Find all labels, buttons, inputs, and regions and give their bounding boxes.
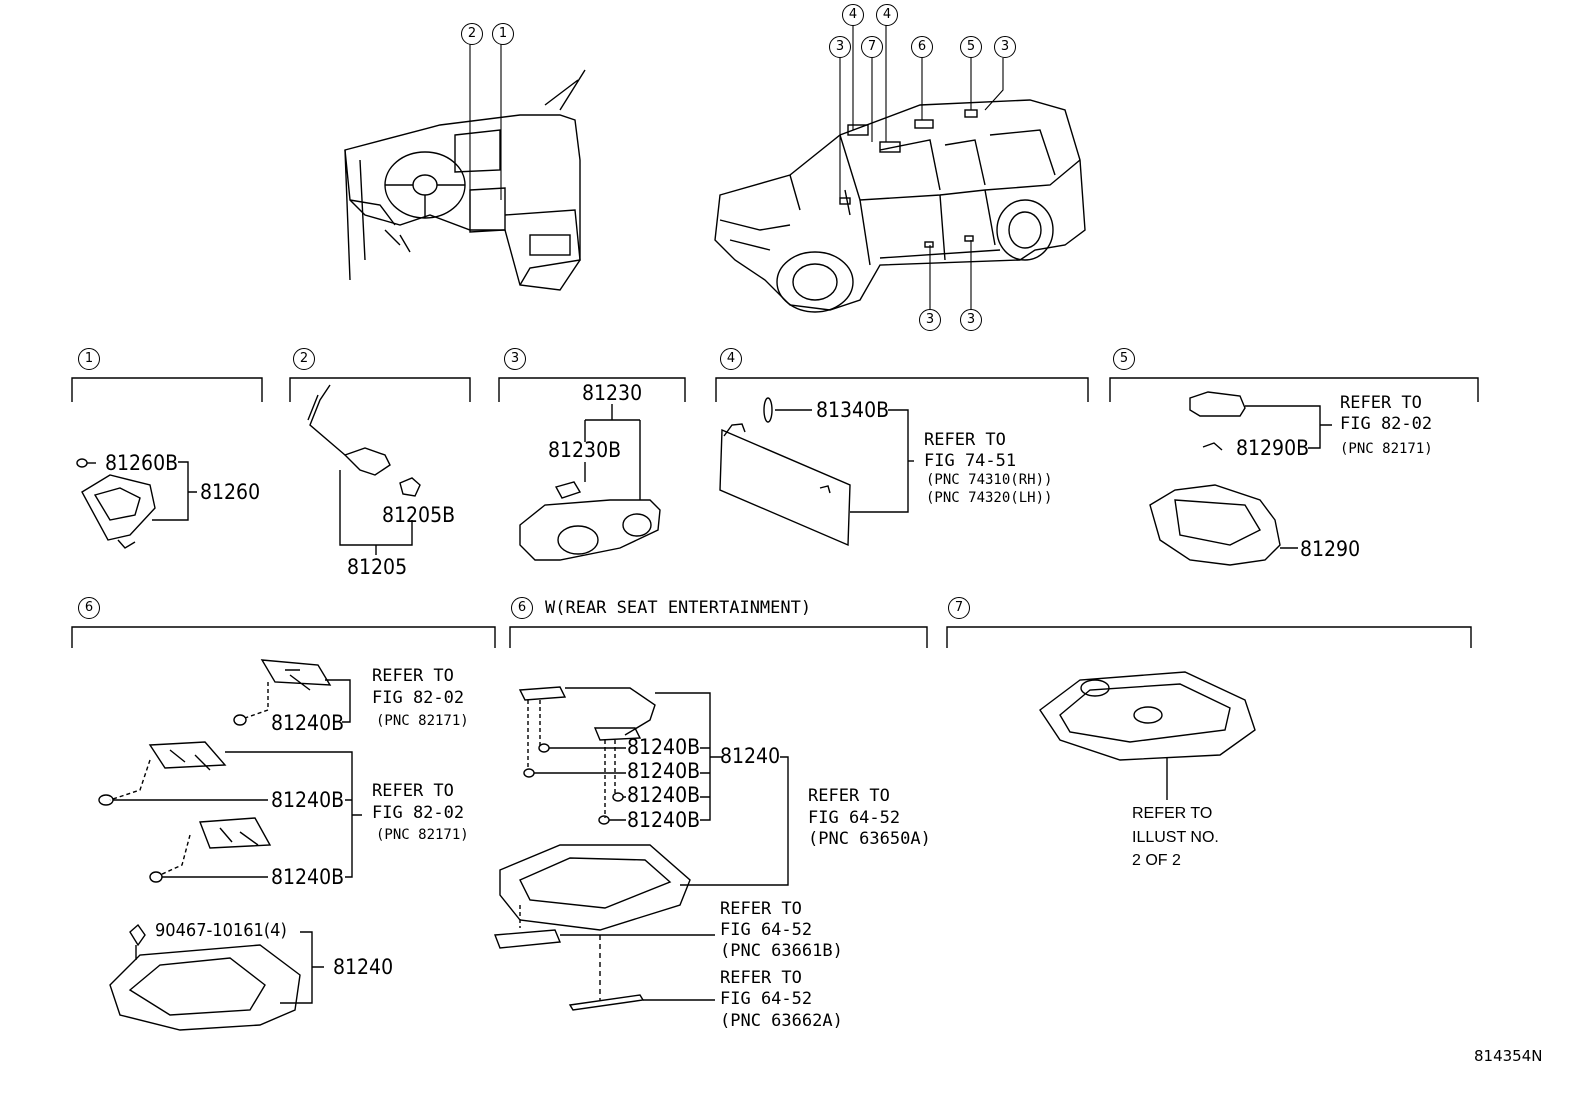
section-callout-4: 4 xyxy=(720,348,742,370)
refer-note-6e-line2[interactable]: FIG 64-52 xyxy=(720,989,813,1009)
callout-2: 2 xyxy=(461,23,483,45)
section-callout-6-rse: 6 xyxy=(511,597,533,619)
refer-note-7-line1: REFER TO xyxy=(1132,805,1213,822)
refer-note-5-line3: (PNC 82171) xyxy=(1340,441,1433,457)
refer-note-6b-line2[interactable]: FIG 82-02 xyxy=(372,803,465,823)
section-callout-6: 6 xyxy=(78,597,100,619)
refer-note-5-line1: REFER TO xyxy=(1340,393,1422,413)
part-81340B-drawing xyxy=(719,397,914,547)
callout-leaders xyxy=(469,25,1004,310)
part-number-81240B[interactable]: 81240B xyxy=(271,865,345,889)
section-callout-5: 5 xyxy=(1113,348,1135,370)
callout-3: 3 xyxy=(919,309,941,331)
callout-7: 7 xyxy=(861,36,883,58)
section-callout-7: 7 xyxy=(948,597,970,619)
refer-note-6d-line2[interactable]: FIG 64-52 xyxy=(720,920,813,940)
part-number-81240B[interactable]: 81240B xyxy=(627,735,701,759)
part-number-90467-10161[interactable]: 90467-10161(4) xyxy=(155,920,287,941)
callout-3: 3 xyxy=(960,309,982,331)
refer-note-6a-line3: (PNC 82171) xyxy=(376,713,469,729)
part-number-81240B[interactable]: 81240B xyxy=(627,783,701,807)
part-number-81260B[interactable]: 81260B xyxy=(105,451,179,475)
refer-note-7-line2[interactable]: ILLUST NO. xyxy=(1132,829,1219,846)
refer-note-6e-line1: REFER TO xyxy=(720,968,802,988)
part-81260-drawing xyxy=(76,458,197,549)
callout-5: 5 xyxy=(960,36,982,58)
part-81290-drawing xyxy=(1149,391,1332,566)
callout-6: 6 xyxy=(911,36,933,58)
refer-note-6e-line3: (PNC 63662A) xyxy=(720,1011,843,1031)
section-6-rse-title: W(REAR SEAT ENTERTAINMENT) xyxy=(545,598,812,618)
part-number-81340B[interactable]: 81340B xyxy=(816,398,890,422)
dashboard-illustration xyxy=(344,69,586,291)
refer-note-4-line1: REFER TO xyxy=(924,430,1006,450)
section-callout-1: 1 xyxy=(78,348,100,370)
part-number-81290[interactable]: 81290 xyxy=(1300,537,1361,561)
callout-4: 4 xyxy=(842,4,864,26)
callout-1: 1 xyxy=(492,23,514,45)
part-number-81290B[interactable]: 81290B xyxy=(1236,436,1310,460)
refer-note-4-line4: (PNC 74320(LH)) xyxy=(926,490,1053,506)
refer-note-6c-line3: (PNC 63650A) xyxy=(808,829,931,849)
part-81240-left-drawing xyxy=(98,659,362,1031)
section-callout-2: 2 xyxy=(293,348,315,370)
refer-note-6b-line1: REFER TO xyxy=(372,781,454,801)
section-brackets xyxy=(71,377,1479,648)
part-number-81240B[interactable]: 81240B xyxy=(627,808,701,832)
refer-note-6d-line1: REFER TO xyxy=(720,899,802,919)
part-number-81240[interactable]: 81240 xyxy=(333,955,394,979)
refer-note-6a-line1: REFER TO xyxy=(372,666,454,686)
callout-4: 4 xyxy=(876,4,898,26)
part-number-81240B[interactable]: 81240B xyxy=(627,759,701,783)
refer-note-6a-line2[interactable]: FIG 82-02 xyxy=(372,688,465,708)
part-section7-drawing xyxy=(1039,671,1256,800)
refer-note-6c-line1: REFER TO xyxy=(808,786,890,806)
callout-3: 3 xyxy=(994,36,1016,58)
section-callout-3: 3 xyxy=(504,348,526,370)
callout-3: 3 xyxy=(829,36,851,58)
part-number-81205[interactable]: 81205 xyxy=(347,555,408,579)
refer-note-5-line2[interactable]: FIG 82-02 xyxy=(1340,414,1433,434)
figure-id: 814354N xyxy=(1474,1047,1543,1065)
part-81205-drawing xyxy=(307,384,421,555)
refer-note-7-line3: 2 OF 2 xyxy=(1132,852,1181,869)
refer-note-6b-line3: (PNC 82171) xyxy=(376,827,469,843)
refer-note-4-line2[interactable]: FIG 74-51 xyxy=(924,451,1017,471)
suv-illustration xyxy=(714,99,1086,313)
part-number-81260[interactable]: 81260 xyxy=(200,480,261,504)
part-number-81240B[interactable]: 81240B xyxy=(271,711,345,735)
part-81240-rse-drawing xyxy=(494,686,789,1011)
refer-note-6d-line3: (PNC 63661B) xyxy=(720,941,843,961)
part-number-81205B[interactable]: 81205B xyxy=(382,503,456,527)
part-number-81240[interactable]: 81240 xyxy=(720,744,781,768)
refer-note-6c-line2[interactable]: FIG 64-52 xyxy=(808,808,901,828)
part-81230-drawing xyxy=(519,404,661,561)
refer-note-4-line3: (PNC 74310(RH)) xyxy=(926,472,1053,488)
part-number-81230[interactable]: 81230 xyxy=(582,381,643,405)
part-number-81240B[interactable]: 81240B xyxy=(271,788,345,812)
part-number-81230B[interactable]: 81230B xyxy=(548,438,622,462)
